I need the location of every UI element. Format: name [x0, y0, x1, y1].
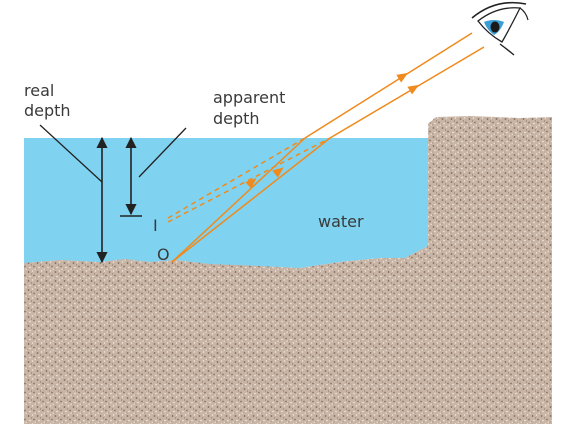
- air-ray-2-arrowhead: [407, 84, 420, 95]
- apparent-depth-label-line2: depth: [213, 109, 260, 128]
- air-ray-1: [304, 32, 473, 139]
- apparent-depth-leader: [138, 127, 187, 178]
- air-ray-1-arrowhead: [396, 72, 409, 83]
- virtual-ray-2: [167, 137, 331, 223]
- ground-region: [24, 116, 552, 424]
- eye-icon: [471, 1, 529, 56]
- real-depth-label-line1: real: [24, 81, 54, 100]
- image-point-label: I: [153, 216, 158, 235]
- water-label: water: [318, 212, 364, 231]
- real-depth-leader: [39, 124, 103, 183]
- object-point-label: O: [157, 245, 170, 264]
- water-ray-2: [171, 137, 331, 263]
- apparent-depth-label-line1: apparent: [213, 88, 285, 107]
- water-ray-2-arrowhead: [272, 167, 284, 178]
- air-ray-2: [329, 46, 485, 139]
- real-depth-label-line2: depth: [24, 101, 71, 120]
- water-ray-1-arrowhead: [245, 177, 257, 189]
- water-region: [24, 138, 428, 268]
- water-ray-1: [171, 137, 306, 263]
